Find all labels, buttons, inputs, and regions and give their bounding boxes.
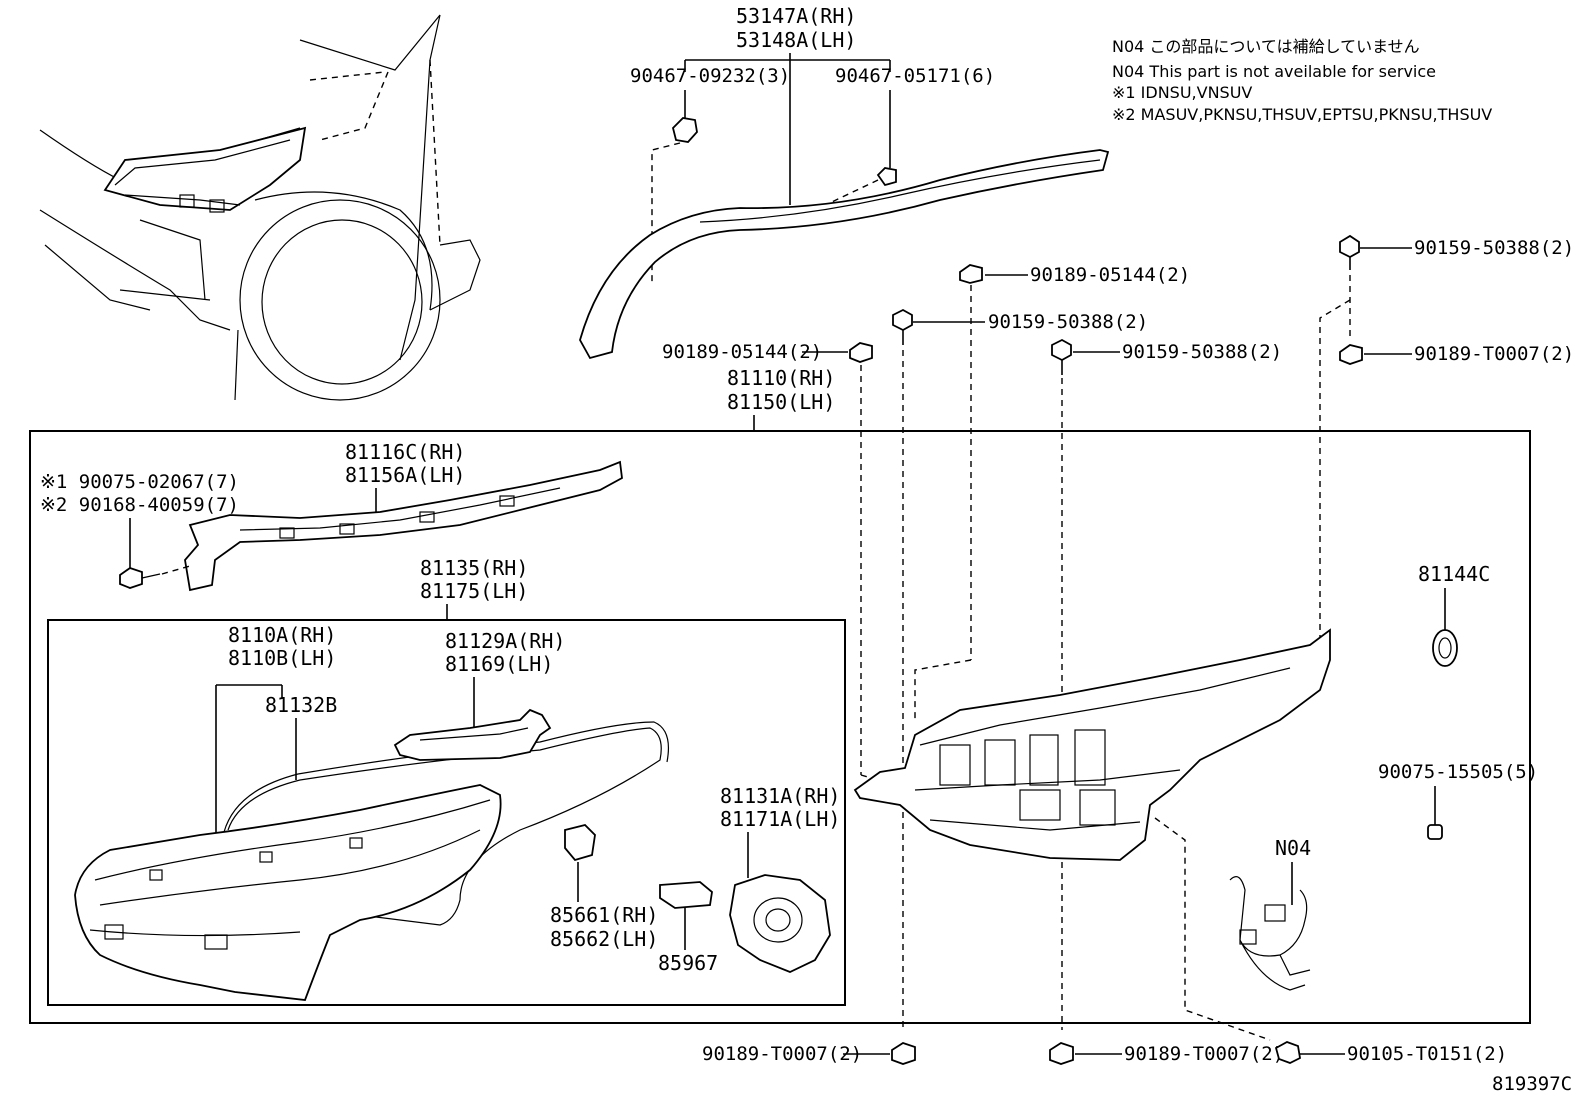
service-notes: N04 この部品については補給していません N04 This part is n… [1112,37,1492,124]
diagram-id: 819397C [1492,1073,1572,1095]
bracket-81116c-group: 81116C(RH) 81156A(LH) ※1 90075-02067(7) … [40,440,623,592]
assembly-box-81110 [29,430,1531,1024]
harness-n04-group: N04 [1154,817,1311,1041]
garnish-53147a-group: 53147A(RH) 53148A(LH) 90467-09232(3) 904… [579,4,1110,360]
clip-90467-09232[interactable] [672,117,698,143]
cap-81144c[interactable] [1432,629,1458,667]
nut-90189-05144-b[interactable] [959,264,983,284]
note-n04-en: N04 This part is not aveilable for servi… [1112,62,1436,81]
label-90075-02067[interactable]: ※1 90075-02067(7) [40,471,239,493]
label-85967[interactable]: 85967 [658,951,718,975]
part-85661-group: 85661(RH) 85662(LH) [550,824,658,951]
label-81132b[interactable]: 81132B [265,693,337,717]
label-90467-09232[interactable]: 90467-09232(3) [630,65,790,87]
label-81144c[interactable]: 81144C [1418,562,1490,586]
module-85661[interactable] [564,824,596,862]
label-90168-40059[interactable]: ※2 90168-40059(7) [40,494,239,516]
cap-81144c-group: 81144C [1418,562,1490,667]
label-85662[interactable]: 85662(LH) [550,927,658,951]
label-53148a[interactable]: 53148A(LH) [736,28,856,52]
label-90189-05144-a[interactable]: 90189-05144(2) [662,341,822,363]
note-model-1: ※1 IDNSU,VNSUV [1112,83,1252,102]
bolt-90159-50388-a[interactable] [892,308,913,332]
label-81131a[interactable]: 81131A(RH) [720,784,840,808]
module-85967[interactable] [659,881,713,909]
label-90189-t0007-b[interactable]: 90189-T0007(2) [702,1043,862,1065]
lens-housing-group: 8110A(RH) 8110B(LH) 81132B [74,623,670,1001]
label-90189-t0007-c[interactable]: 90189-T0007(2) [1124,1043,1284,1065]
bezel-81129a-group: 81129A(RH) 81169(LH) [393,629,565,761]
note-model-2: ※2 MASUV,PKNSU,THSUV,EPTSU,PKNSU,THSUV [1112,105,1492,124]
label-90075-15505[interactable]: 90075-15505(5) [1378,761,1538,783]
label-81150[interactable]: 81150(LH) [727,390,835,414]
label-85661[interactable]: 85661(RH) [550,903,658,927]
bracket-81131a[interactable] [729,874,831,973]
label-90467-05171[interactable]: 90467-05171(6) [835,65,995,87]
label-81110[interactable]: 81110(RH) [727,366,835,390]
label-81171a[interactable]: 81171A(LH) [720,807,840,831]
lens-8110a[interactable] [74,784,502,1001]
bolt-90159-50388-b[interactable] [1051,338,1072,362]
label-81156a[interactable]: 81156A(LH) [345,463,465,487]
label-8110b[interactable]: 8110B(LH) [228,646,336,670]
vehicle-front-illustration [39,14,481,401]
bracket-81116c[interactable] [184,460,623,592]
nut-90189-t0007-a[interactable] [1339,344,1363,365]
label-90189-t0007-a[interactable]: 90189-T0007(2) [1414,343,1574,365]
label-90159-50388-c[interactable]: 90159-50388(2) [1414,237,1574,259]
label-90189-05144-b[interactable]: 90189-05144(2) [1030,264,1190,286]
nut-90189-t0007-b[interactable] [891,1042,916,1065]
label-90105-t0151[interactable]: 90105-T0151(2) [1347,1043,1507,1065]
note-n04-ja: N04 この部品については補給していません [1112,37,1420,56]
assembly-box-81135 [47,619,846,1006]
label-90159-50388-b[interactable]: 90159-50388(2) [1122,341,1282,363]
clip-90075-15505-group: 90075-15505(5) [1378,761,1538,840]
bolt-90105-t0151[interactable] [1274,1041,1301,1064]
nut-90189-05144-a[interactable] [849,342,873,363]
label-81129a[interactable]: 81129A(RH) [445,629,565,653]
harness-n04[interactable] [1229,876,1311,991]
label-n04[interactable]: N04 [1275,836,1311,860]
headlamp-housing-group [853,628,1331,861]
label-8110a[interactable]: 8110A(RH) [228,623,336,647]
bolt-90159-50388-c[interactable] [1339,234,1360,259]
part-85967-group: 85967 [658,881,718,975]
clip-90467-05171[interactable] [876,167,897,187]
label-81116c[interactable]: 81116C(RH) [345,440,465,464]
screw-90075-02067[interactable] [119,567,143,589]
nut-90189-t0007-c[interactable] [1049,1042,1074,1065]
bottom-fasteners: 90189-T0007(2) 90189-T0007(2) 90105-T015… [702,1041,1507,1065]
gasket-81132b[interactable] [227,727,662,926]
garnish-53147a[interactable] [579,149,1110,360]
label-90159-50388-a[interactable]: 90159-50388(2) [988,311,1148,333]
bezel-81129a[interactable] [393,708,552,761]
label-53147a[interactable]: 53147A(RH) [736,4,856,28]
upper-fasteners: 90189-05144(2) 90159-50388(2) 90189-0514… [662,234,1574,1030]
bracket-81131a-group: 81131A(RH) 81171A(LH) [720,784,840,973]
clip-90075-15505[interactable] [1427,824,1443,840]
label-81135[interactable]: 81135(RH) [420,556,528,580]
label-81175[interactable]: 81175(LH) [420,579,528,603]
label-81169[interactable]: 81169(LH) [445,652,553,676]
